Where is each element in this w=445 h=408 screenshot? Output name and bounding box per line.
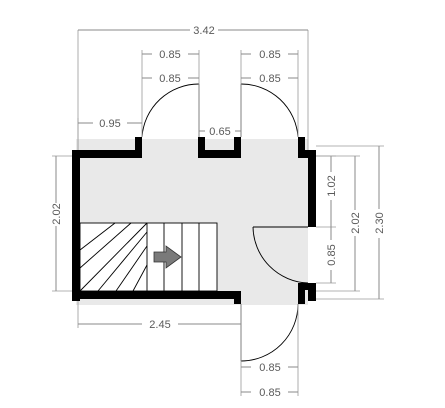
dim-right-outer-height: 2.30 (316, 145, 386, 300)
dim-right-door: 0.85 (316, 227, 338, 284)
dim-right-upper: 1.02 (316, 155, 338, 228)
arrow-right-icon (153, 245, 182, 269)
dim-left-wall-segment: 0.95 (77, 118, 142, 150)
door-right (252, 226, 309, 284)
dim-label-overall-width: 3.42 (193, 25, 214, 37)
dim-label-right-door: 0.85 (326, 244, 338, 265)
dim-middle-wall-segment: 0.65 (199, 126, 241, 138)
dim-label-left-height: 2.02 (51, 203, 63, 224)
door-top-right (240, 83, 299, 138)
dim-door-top-right-inner: 0.85 (241, 73, 298, 85)
dim-right-inner-height: 2.02 (316, 155, 362, 292)
dim-label-door-bottom-a: 0.85 (259, 362, 280, 374)
dim-bottom-left-width: 2.45 (77, 301, 242, 331)
dim-left-height: 2.02 (51, 155, 72, 292)
dim-label-door-top-right-b: 0.85 (259, 73, 280, 85)
dim-label-right-upper: 1.02 (326, 175, 338, 196)
dim-door-bottom-outer: 0.85 (241, 387, 298, 399)
dim-overall-width: 3.42 (77, 25, 309, 150)
dim-door-bottom-inner: 0.85 (240, 304, 299, 396)
dim-door-top-right-outer: 0.85 (240, 49, 299, 137)
dim-label-bottom-left-width: 2.45 (149, 319, 170, 331)
dim-label-middle-wall-segment: 0.65 (209, 126, 230, 138)
dim-label-door-top-left-b: 0.85 (159, 73, 180, 85)
dim-label-right-inner-height: 2.02 (350, 212, 362, 233)
door-top-left (141, 83, 200, 138)
dim-door-top-left-outer: 0.85 (141, 49, 200, 137)
dim-door-top-left-inner: 0.85 (142, 73, 199, 85)
dim-label-door-top-right-a: 0.85 (259, 49, 280, 61)
staircase (79, 222, 218, 292)
dim-label-right-outer-height: 2.30 (374, 212, 386, 233)
dim-label-left-wall-segment: 0.95 (99, 118, 120, 130)
dim-label-door-top-left-a: 0.85 (159, 49, 180, 61)
walls (72, 137, 316, 304)
dim-label-door-bottom-b: 0.85 (259, 387, 280, 399)
door-bottom (240, 303, 299, 362)
